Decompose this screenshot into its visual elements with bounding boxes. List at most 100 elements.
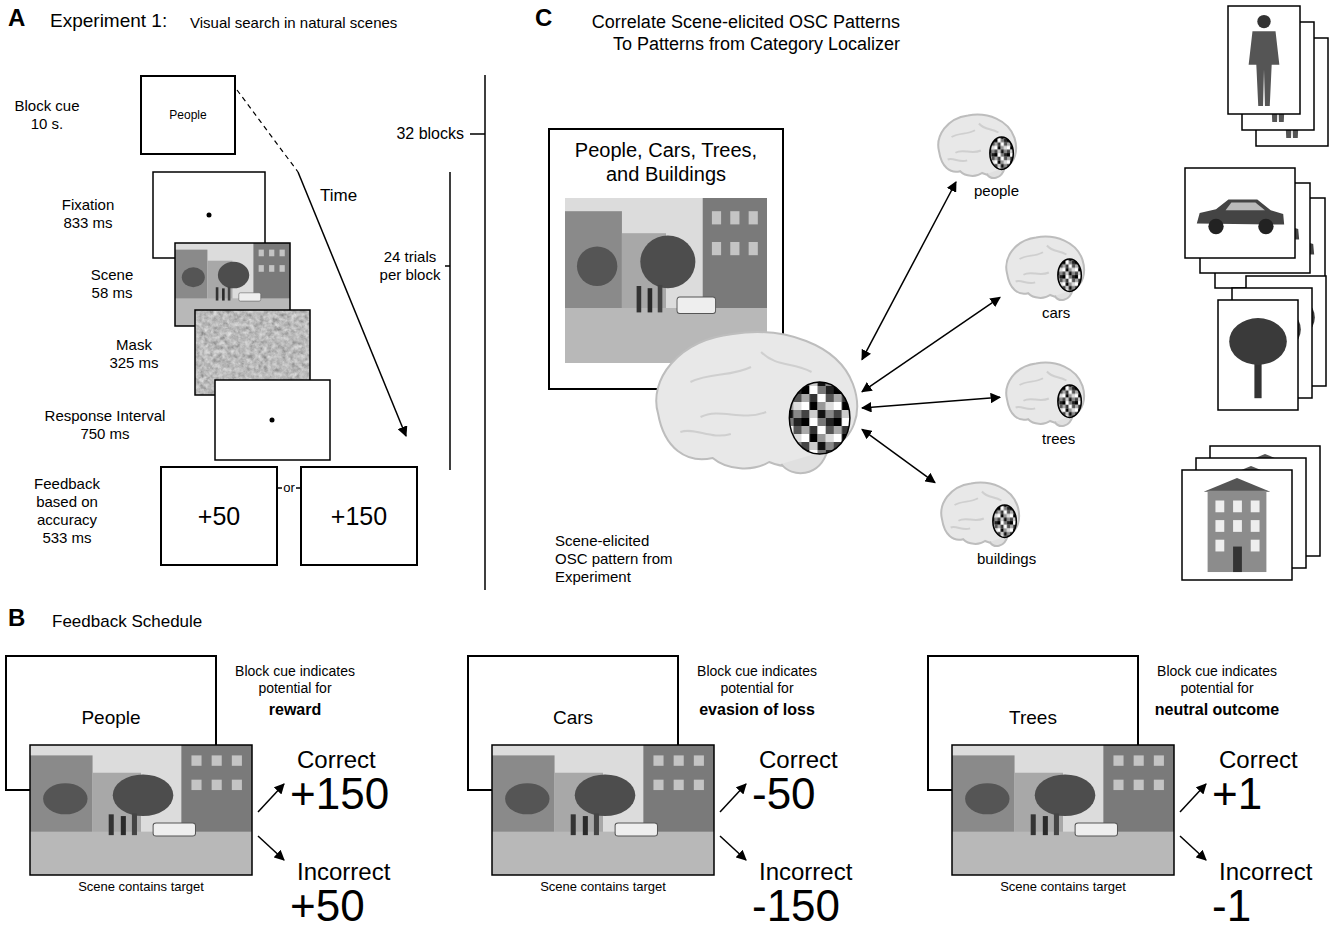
- brain: Scene-elicited OSC pattern from Experime…: [640, 322, 862, 482]
- category-name: trees: [1042, 430, 1075, 448]
- svg-part: [1182, 470, 1292, 580]
- brain-shape: [656, 332, 857, 468]
- cue-box: People: [5, 655, 217, 745]
- brain-shape: [1006, 363, 1084, 424]
- brain: buildings: [935, 478, 1021, 550]
- svg-part: [298, 172, 406, 436]
- panel-title: Correlate Scene-elicited OSC Patterns To…: [575, 12, 900, 55]
- points-value: +50: [198, 501, 240, 531]
- bracket: [445, 75, 485, 590]
- panel-title: Experiment 1:: [50, 10, 167, 33]
- cue-note: Block cue indicates potential for: [1147, 663, 1287, 697]
- photo-caption: Scene contains target: [492, 879, 714, 895]
- points-value: -50: [752, 770, 816, 818]
- outcome-type: neutral outcome: [1147, 700, 1287, 719]
- connector: [862, 182, 956, 360]
- svg-part: [258, 784, 284, 812]
- connector: [862, 397, 1000, 408]
- feedback-box: +150: [300, 466, 418, 566]
- osc-pattern: [993, 505, 1016, 537]
- svg-part: [270, 418, 275, 423]
- scene-heading: People, Cars, Trees, and Buildings: [558, 138, 774, 186]
- osc-pattern: [990, 137, 1013, 169]
- cue-box: People: [140, 75, 236, 155]
- svg-part: [1185, 168, 1295, 258]
- timing-label: Block cue 10 s.: [8, 97, 86, 133]
- svg-part: [207, 213, 212, 218]
- cue-note: Block cue indicates potential for: [225, 663, 365, 697]
- trial-frames: [153, 172, 330, 460]
- svg-part: [1204, 478, 1271, 572]
- photo-caption: Scene contains target: [952, 879, 1174, 895]
- osc-pattern: [1058, 259, 1081, 291]
- image-stack: [1182, 446, 1320, 580]
- svg-part: [1229, 318, 1287, 398]
- points-value: +50: [290, 882, 365, 930]
- svg-part: [1228, 6, 1300, 114]
- points-value: -150: [752, 882, 840, 930]
- category-name: cars: [1042, 304, 1070, 322]
- brain: people: [932, 110, 1018, 182]
- brain-shape: [941, 483, 1019, 544]
- osc-pattern: [789, 382, 850, 454]
- svg-part: [30, 745, 252, 875]
- outcome-type: evasion of loss: [687, 700, 827, 719]
- outcome-type: reward: [225, 700, 365, 719]
- timing-label: Fixation 833 ms: [52, 196, 124, 232]
- cue-word: People: [169, 108, 206, 122]
- svg-part: [30, 745, 252, 875]
- schedule-group: [468, 745, 746, 875]
- panel-letter: A: [8, 4, 25, 33]
- category-name: buildings: [977, 550, 1036, 568]
- edge-label: or: [282, 480, 296, 496]
- brain-outline: [932, 110, 1018, 182]
- time-arrow: [237, 90, 406, 436]
- bracket-label: 32 blocks: [380, 124, 464, 143]
- image-stack: [1218, 276, 1326, 410]
- svg-part: [6, 745, 30, 790]
- cue-box: Cars: [467, 655, 679, 745]
- svg-part: [470, 75, 485, 590]
- points-value: +1: [1212, 770, 1262, 818]
- timing-label: Response Interval 750 ms: [40, 407, 170, 443]
- brain-outline: [935, 478, 1021, 550]
- timing-label: Feedback based on accuracy 533 ms: [30, 475, 104, 547]
- svg-part: [1218, 300, 1298, 410]
- panel-letter: C: [535, 4, 552, 33]
- brain-caption: Scene-elicited OSC pattern from Experime…: [555, 532, 680, 586]
- timing-label: Scene 58 ms: [84, 266, 140, 302]
- brain: cars: [1000, 232, 1086, 304]
- points-value: +150: [290, 770, 389, 818]
- panel-subtitle: Visual search in natural scenes: [190, 14, 397, 32]
- brain-outline: [1000, 232, 1086, 304]
- points-value: -1: [1212, 882, 1251, 930]
- points-value: +150: [331, 501, 387, 531]
- brain-shape: [938, 115, 1016, 176]
- schedule-group: [928, 745, 1206, 875]
- svg-part: [445, 172, 450, 470]
- feedback-box: +50: [160, 466, 278, 566]
- connector: [862, 429, 935, 482]
- timing-label: Mask 325 ms: [105, 336, 163, 372]
- svg-part: [1197, 200, 1284, 235]
- connector: [862, 297, 1000, 391]
- svg-part: [258, 836, 284, 860]
- bracket-label: 24 trials per block: [378, 248, 442, 284]
- cue-box: Trees: [927, 655, 1139, 745]
- photo-caption: Scene contains target: [30, 879, 252, 895]
- svg-part: [237, 90, 298, 172]
- axis-label: Time: [320, 186, 357, 206]
- panel-letter: B: [8, 604, 25, 633]
- brain: trees: [1000, 358, 1086, 430]
- image-stack: [1228, 6, 1328, 146]
- svg-part: [215, 380, 330, 460]
- cue-word: Cars: [553, 707, 593, 730]
- schedule-group: [6, 745, 284, 875]
- cue-note: Block cue indicates potential for: [687, 663, 827, 697]
- osc-pattern: [1058, 385, 1081, 417]
- image-stack: [1185, 168, 1325, 288]
- category-name: people: [974, 182, 1019, 200]
- svg-part: [1249, 15, 1280, 106]
- cue-word: Trees: [1009, 707, 1057, 730]
